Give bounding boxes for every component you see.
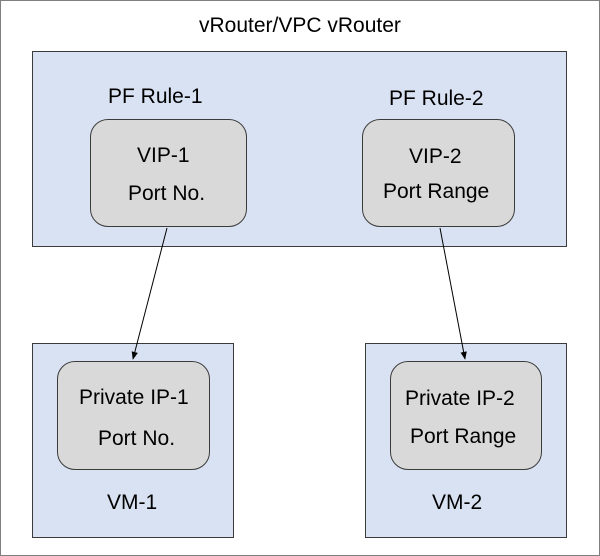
vip-2-port: Port Range	[383, 180, 490, 203]
vip-1-port: Port No.	[128, 182, 206, 205]
private-ip-1-label: Private IP-1	[79, 386, 189, 409]
vip-2-label: VIP-2	[409, 145, 462, 168]
private-ip-2-node	[390, 361, 542, 470]
private-ip-1-port: Port No.	[98, 427, 176, 450]
vm-2-label: VM-2	[432, 491, 483, 514]
vip-1-node	[90, 119, 247, 227]
vip-1-label: VIP-1	[137, 144, 190, 167]
diagram-title: vRouter/VPC vRouter	[199, 14, 401, 37]
vm-1-label: VM-1	[107, 491, 158, 514]
vip-2-node	[362, 119, 515, 227]
private-ip-2-label: Private IP-2	[405, 387, 515, 410]
pf-rule-2-label: PF Rule-2	[389, 87, 484, 110]
private-ip-1-node	[57, 361, 210, 470]
pf-rule-1-label: PF Rule-1	[108, 85, 203, 108]
private-ip-2-port: Port Range	[410, 425, 517, 448]
